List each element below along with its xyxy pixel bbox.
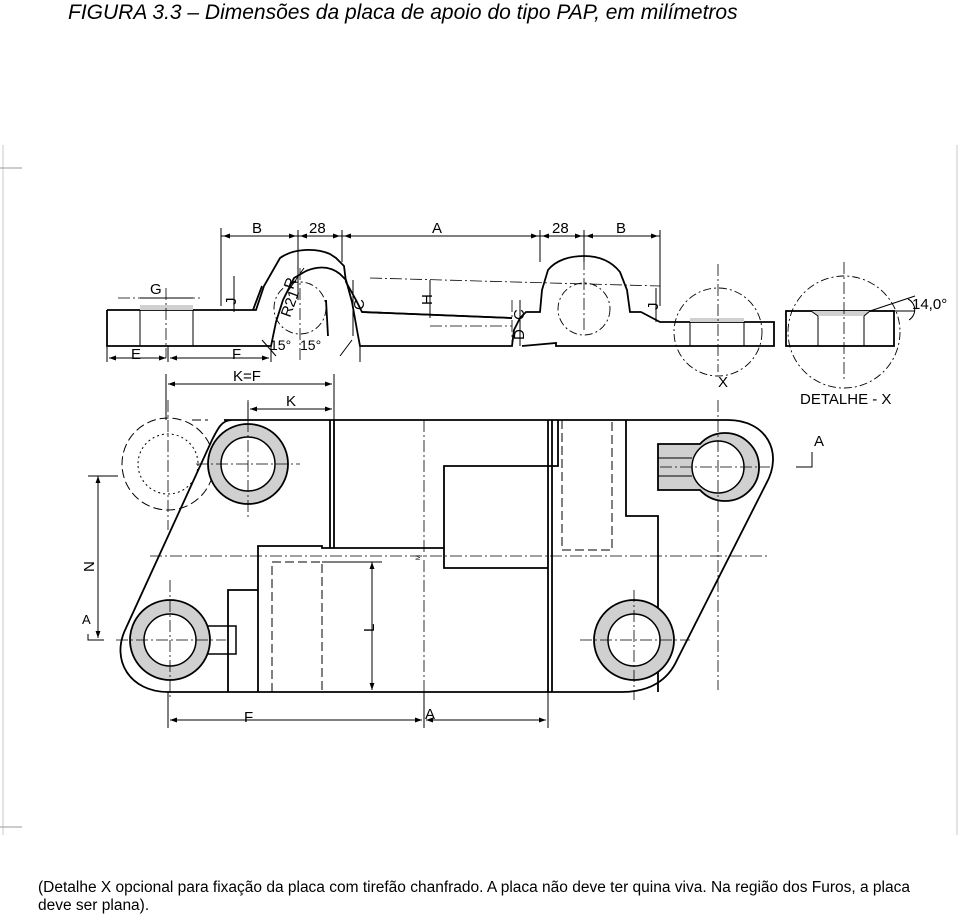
top-dimension-lines [106, 228, 661, 362]
detail-marker: X [718, 374, 728, 391]
dim-f-bottom: F [244, 709, 253, 726]
section-marker-right: A [814, 433, 824, 450]
plan-dimension-lines [87, 374, 813, 728]
plate-outline [119, 419, 774, 693]
dim-j-right: J [645, 303, 662, 311]
dim-m: M [416, 555, 422, 560]
dim-k: K [286, 393, 296, 410]
section-hole-lines [139, 310, 745, 346]
dim-d: D [511, 329, 528, 340]
dim-28-left: 28 [309, 220, 326, 237]
dim-28-right: 28 [552, 220, 569, 237]
dim-c-right: C [511, 309, 528, 320]
detail-x-hole [810, 295, 916, 346]
section-marker-left: A [82, 612, 91, 627]
detail-angle: 14,0° [912, 296, 947, 313]
dim-r21: R21 [278, 288, 303, 320]
dim-angle-left: 15° [270, 337, 291, 353]
top-dimension-labels: B 28 A 28 B G E F 15° 15° R21 R J C H D … [131, 220, 662, 363]
detail-x-plate [785, 310, 895, 347]
dim-h: H [419, 294, 436, 305]
dim-a-bottom: A [425, 706, 435, 723]
plan-center-lines [116, 400, 770, 700]
dim-f-top: F [232, 346, 241, 363]
dim-a-top: A [432, 220, 442, 237]
dim-b-right: B [616, 220, 626, 237]
dim-b-left: B [252, 220, 262, 237]
figure-title: FIGURA 3.3 – Dimensões da placa de apoio… [68, 1, 738, 24]
plate-top-edge [107, 249, 513, 319]
plate-profile [106, 255, 775, 347]
plan-view [119, 419, 774, 693]
frame-lines [0, 145, 958, 835]
dim-g: G [150, 281, 162, 298]
dim-kf: K=F [233, 368, 261, 385]
dim-angle-right: 15° [300, 337, 321, 353]
detail-labels: X DETALHE - X 14,0° [718, 296, 947, 408]
dim-n: N [81, 561, 98, 572]
figure-caption: (Detalhe X opcional para fixação da plac… [38, 879, 910, 914]
dim-e: E [131, 346, 141, 363]
arch-circles [273, 281, 763, 377]
top-hole-shading [140, 305, 744, 322]
dim-l: L [361, 624, 378, 632]
dim-c-left: C [351, 299, 368, 310]
side-section-view [106, 249, 775, 347]
plan-dimension-labels: K=F K N L M F A A A [81, 368, 824, 726]
dim-j-left: J [223, 298, 240, 306]
detail-title: DETALHE - X [800, 391, 891, 408]
detail-x-circle [787, 275, 901, 389]
